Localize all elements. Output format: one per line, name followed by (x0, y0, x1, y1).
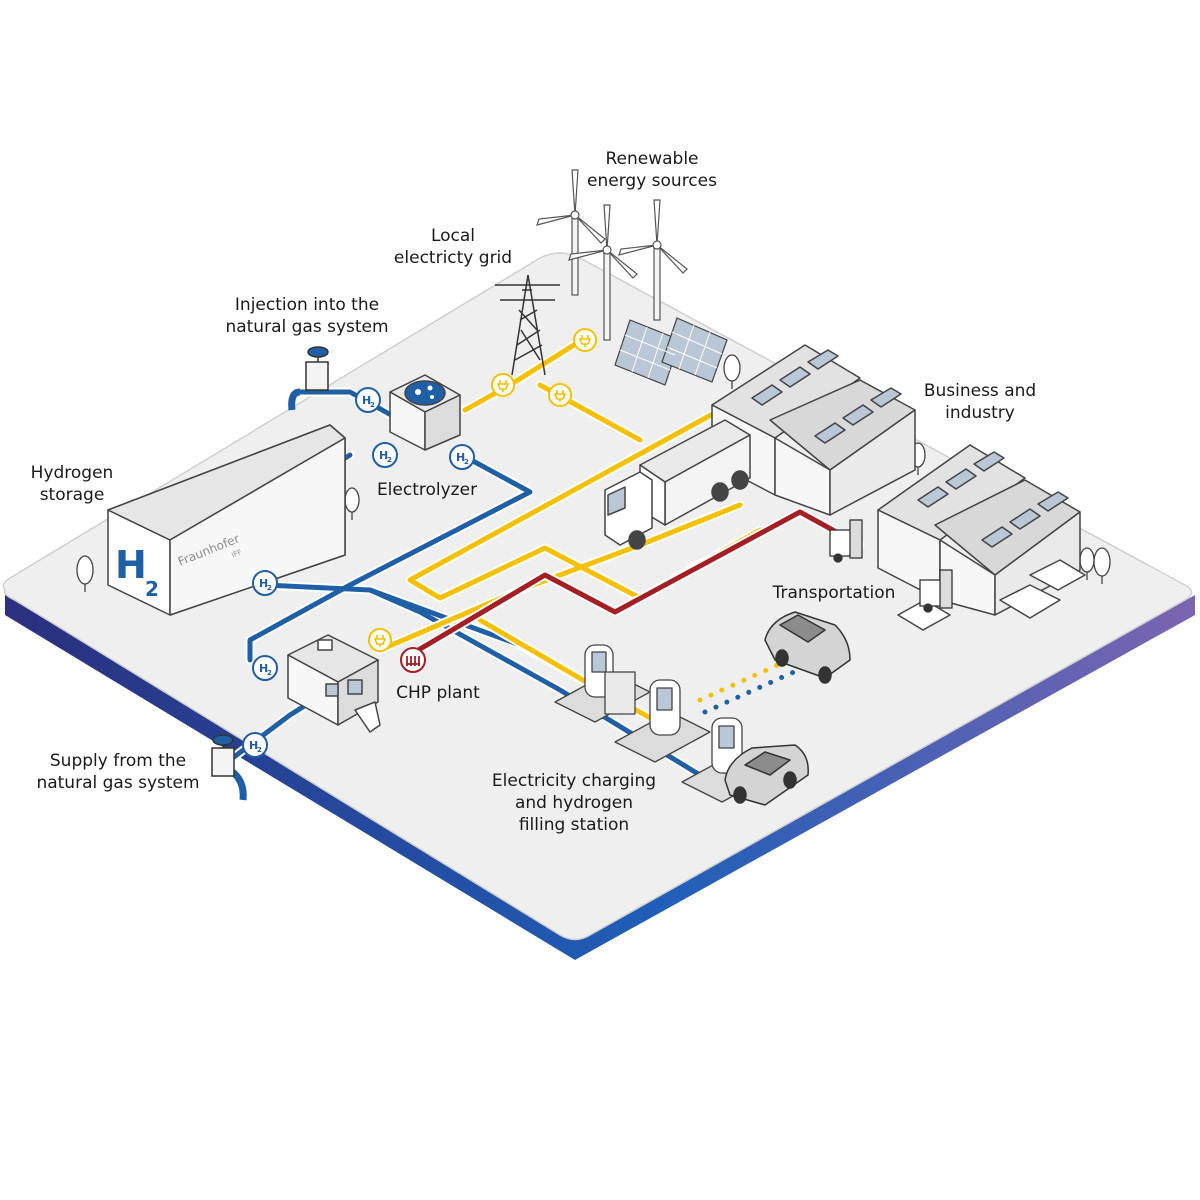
svg-text:H: H (379, 449, 388, 462)
platform (2, 252, 1195, 960)
car-icon (724, 611, 851, 806)
svg-text:H: H (249, 739, 258, 752)
valve-icon (288, 346, 329, 411)
label-hydrogen-storage: Hydrogen storage (30, 463, 114, 505)
tank-h2-subscript: 2 (145, 577, 159, 601)
wind-turbine-icon (536, 169, 688, 341)
h2-badge-icon: H2 (355, 387, 381, 413)
h2-badge-icon: H2 (252, 655, 278, 681)
label-filling-station: Electricity charging and hydrogen fillin… (491, 771, 657, 835)
svg-text:2: 2 (387, 456, 392, 464)
svg-text:H: H (259, 662, 268, 675)
label-transportation: Transportation (772, 583, 896, 603)
plug-icon (491, 373, 515, 397)
plug-icon (548, 383, 572, 407)
svg-text:H: H (259, 577, 268, 590)
h2-badge-icon: H2 (242, 732, 268, 758)
valve-icon (211, 734, 247, 801)
label-local-electricity-grid: Local electricty grid (393, 226, 513, 268)
power-pylon-icon (495, 274, 560, 376)
svg-text:2: 2 (464, 458, 469, 466)
label-supply-natural-gas: Supply from the natural gas system (36, 751, 200, 793)
h2-badge-icon: H2 (449, 444, 475, 470)
plug-icon (573, 328, 597, 352)
hydrogen-storage-tank: H 2 Fraunhofer IFF (107, 424, 346, 616)
chp-plant-building (287, 634, 381, 733)
svg-text:2: 2 (370, 401, 375, 409)
label-business-industry: Business and industry (923, 381, 1037, 423)
svg-text:H: H (456, 451, 465, 464)
label-renewable-energy-sources: Renewable energy sources (587, 149, 717, 191)
label-injection-natural-gas: Injection into the natural gas system (225, 295, 389, 337)
svg-text:2: 2 (257, 746, 262, 754)
svg-text:2: 2 (267, 669, 272, 677)
plug-badges (368, 328, 597, 652)
h2-badge-icon: H2 (252, 570, 278, 596)
electrolyzer-unit (389, 374, 461, 451)
radiator-icon (400, 647, 426, 673)
pipelines (225, 330, 865, 780)
label-chp-plant: CHP plant (396, 683, 480, 703)
solar-panel-icon (614, 317, 728, 386)
tank-h2-text: H (115, 543, 147, 587)
tank-logo-subtext: IFF (230, 548, 242, 559)
truck-icon (604, 419, 751, 550)
svg-text:2: 2 (267, 584, 272, 592)
h2-badge-icon: H2 (372, 442, 398, 468)
plug-icon (368, 628, 392, 652)
label-electrolyzer: Electrolyzer (376, 480, 478, 500)
svg-text:H: H (362, 394, 371, 407)
forklift-icon (829, 519, 953, 613)
